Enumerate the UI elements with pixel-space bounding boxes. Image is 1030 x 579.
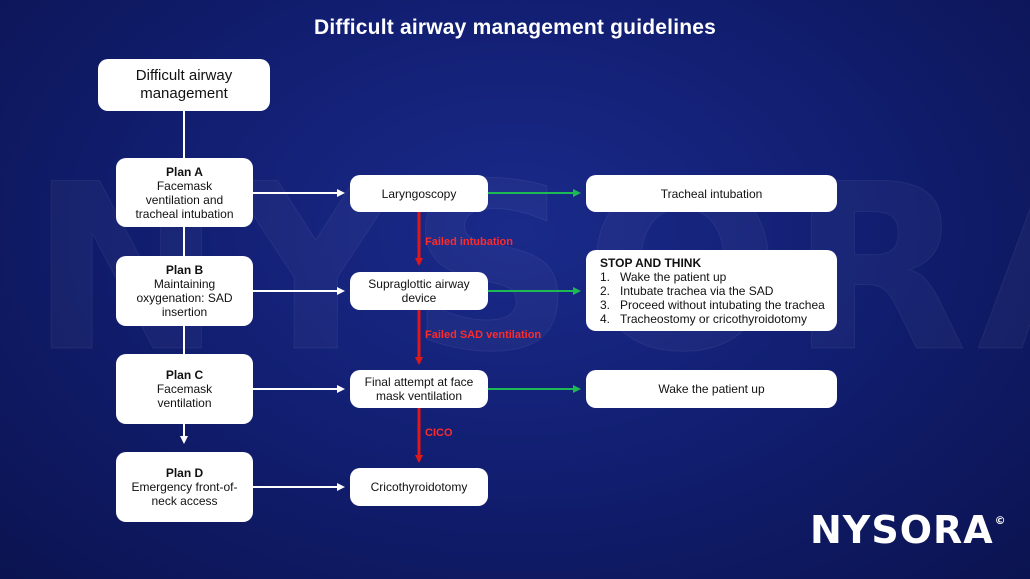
plan-d-box: Plan D Emergency front-of- neck access [116,452,253,522]
plan-c-desc: Facemask ventilation [156,382,213,410]
stop-and-think-title: STOP AND THINK [600,255,702,270]
failed-intubation-label: Failed intubation [425,236,513,248]
list-item: 1.Wake the patient up [600,269,727,284]
plan-d-name: Plan D [165,466,204,480]
final-attempt-box: Final attempt at face mask ventilation [350,370,488,408]
plan-b-name: Plan B [165,263,204,277]
supraglottic-airway-box: Supraglottic airway device [350,272,488,310]
cricothyroidotomy-box: Cricothyroidotomy [350,468,488,506]
plan-b-box: Plan B Maintaining oxygenation: SAD inse… [116,256,253,326]
list-item: 2.Intubate trachea via the SAD [600,283,774,298]
plan-b-desc: Maintaining oxygenation: SAD insertion [136,277,233,319]
stop-and-think-list: 1.Wake the patient up 2.Intubate trachea… [600,270,825,326]
plan-c-box: Plan C Facemask ventilation [116,354,253,424]
cico-label: CICO [425,427,453,439]
list-item: 3.Proceed without intubating the trachea [600,297,825,312]
list-item: 4.Tracheostomy or cricothyroidotomy [600,311,807,326]
plan-a-box: Plan A Facemask ventilation and tracheal… [116,158,253,227]
tracheal-intubation-box: Tracheal intubation [586,175,837,212]
plan-c-name: Plan C [165,368,204,382]
page-title: Difficult airway management guidelines [313,16,717,39]
failed-sad-ventilation-label: Failed SAD ventilation [425,329,542,341]
plan-d-desc: Emergency front-of- neck access [131,480,238,508]
nysora-logo: NYSORA© [810,508,1007,552]
wake-patient-box: Wake the patient up [586,370,837,408]
laryngoscopy-box: Laryngoscopy [350,175,488,212]
plan-a-name: Plan A [166,164,203,179]
plan-a-desc: Facemask ventilation and tracheal intuba… [135,178,234,221]
start-box: Difficult airway management [98,59,270,111]
stop-and-think-box: STOP AND THINK 1.Wake the patient up 2.I… [586,250,837,331]
